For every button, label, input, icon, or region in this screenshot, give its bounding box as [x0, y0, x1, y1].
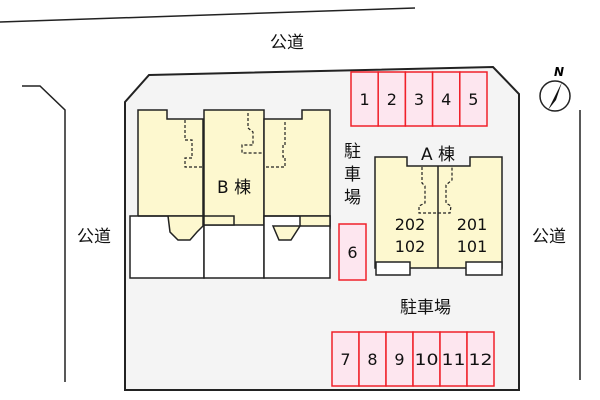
parking-label-2: 車 — [344, 165, 361, 185]
parking-spot-10 — [412, 331, 441, 387]
building-b: B 棟 — [129, 109, 331, 279]
parking-spot-number: 7 — [340, 350, 350, 369]
parking-spot-number: 9 — [394, 350, 404, 369]
parking-spot-number: 10 — [415, 350, 439, 369]
parking-spot-number: 6 — [347, 243, 357, 262]
top-road-edge — [0, 7, 416, 23]
parking-spot-6 — [338, 223, 367, 281]
building-a-label: A 棟 — [421, 145, 455, 165]
parking-label-bottom: 駐車場 — [400, 298, 451, 318]
parking-spot-7 — [331, 331, 360, 387]
left-road-edge — [22, 85, 66, 382]
unit-202: 202 — [395, 215, 426, 234]
unit-201: 201 — [457, 215, 488, 234]
parking-spot-9 — [385, 331, 414, 387]
parking-spot-number: 11 — [442, 350, 466, 369]
parking-spot-4 — [431, 71, 461, 127]
parking-spot-number: 12 — [469, 350, 493, 369]
parking-spot-1 — [350, 71, 379, 127]
parking-label-1: 駐 — [344, 142, 361, 162]
parking-spot-number: 3 — [414, 90, 424, 109]
unit-102: 102 — [395, 237, 426, 256]
parking-spot-number: 5 — [468, 90, 478, 109]
unit-101: 101 — [457, 237, 488, 256]
right-road-label: 公道 — [532, 227, 566, 247]
north-compass-icon: N — [539, 65, 571, 112]
parking-label-3: 場 — [344, 188, 361, 208]
building-a: A 棟 202 102 201 101 — [374, 145, 503, 276]
parking-spot-12 — [466, 331, 495, 387]
parking-spot-2 — [377, 71, 407, 127]
parking-spot-8 — [358, 331, 387, 387]
top-road-label: 公道 — [270, 33, 304, 53]
parking-spot-5 — [459, 71, 488, 127]
left-road-label: 公道 — [77, 227, 111, 247]
compass-label: N — [554, 65, 564, 79]
parking-spot-number: 2 — [387, 90, 397, 109]
parking-spot-3 — [404, 71, 434, 127]
building-b-label: B 棟 — [217, 178, 251, 198]
parking-spot-number: 8 — [367, 350, 377, 369]
parking-spot-number: 4 — [441, 90, 451, 109]
parking-spot-number: 1 — [360, 90, 370, 109]
